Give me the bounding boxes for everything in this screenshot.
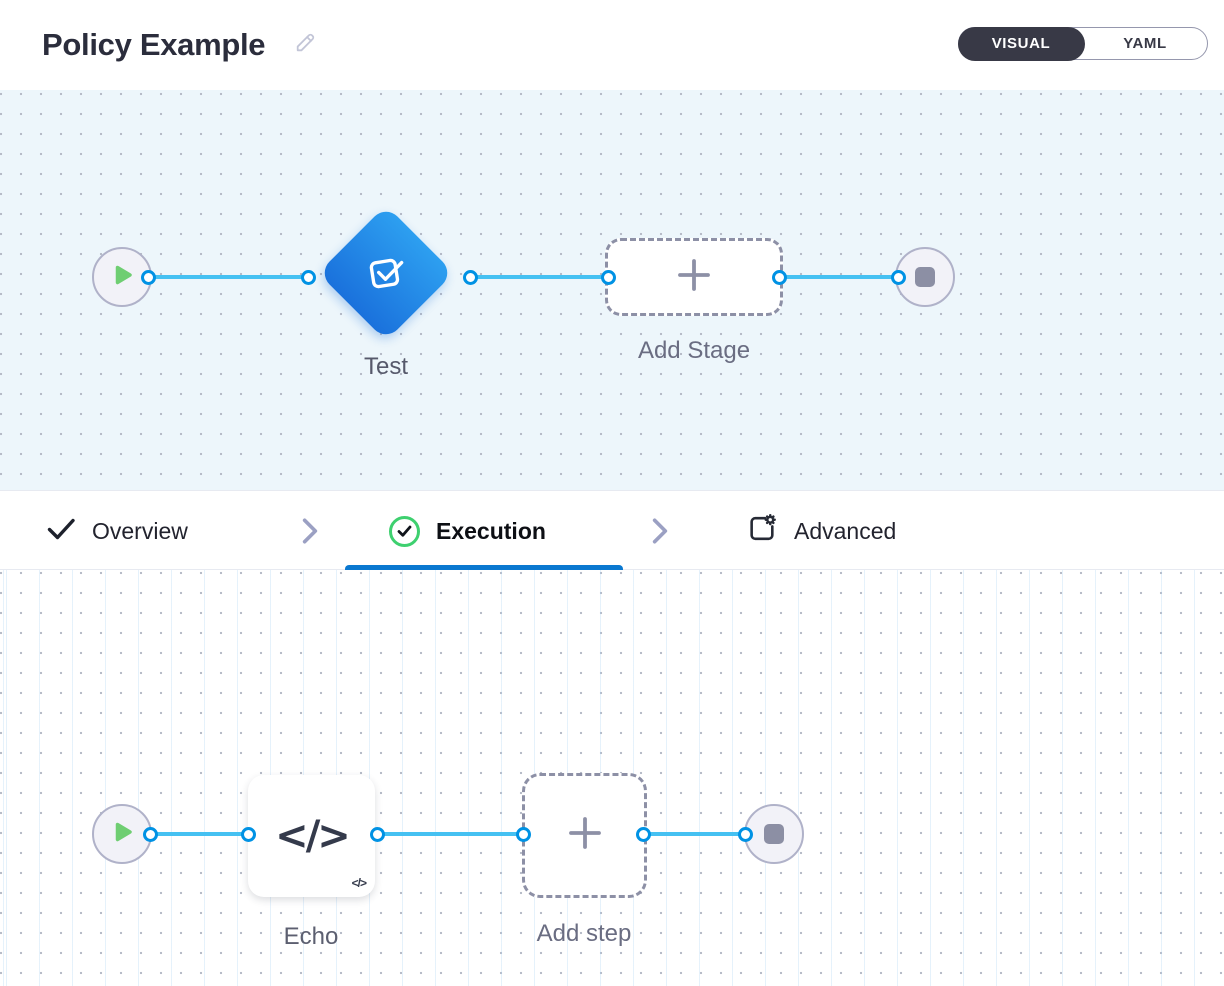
- view-mode-toggle: VISUAL YAML: [957, 26, 1208, 61]
- execution-end-node[interactable]: [744, 804, 804, 864]
- connector-endpoint[interactable]: [141, 270, 156, 285]
- check-circle-icon: [389, 515, 420, 547]
- connector-endpoint[interactable]: [738, 827, 753, 842]
- connector-line: [377, 832, 523, 836]
- plus-icon: [675, 256, 713, 299]
- connector-endpoint[interactable]: [516, 827, 531, 842]
- toggle-visual[interactable]: VISUAL: [957, 26, 1085, 61]
- play-icon: [109, 819, 135, 850]
- connector-endpoint[interactable]: [143, 827, 158, 842]
- stage-node-test[interactable]: [318, 205, 454, 341]
- tab-execution-label: Execution: [436, 517, 546, 544]
- connector-endpoint[interactable]: [636, 827, 651, 842]
- add-stage-button[interactable]: [605, 238, 783, 316]
- pencil-icon: [293, 30, 318, 60]
- plus-icon: [566, 814, 604, 857]
- chevron-right-icon: [300, 491, 320, 569]
- check-icon: [46, 516, 76, 547]
- connector-line: [643, 832, 745, 836]
- stage-canvas[interactable]: Test Add Stage: [0, 90, 1224, 490]
- add-stage-label: Add Stage: [637, 337, 751, 364]
- edit-title-button[interactable]: [293, 30, 318, 60]
- policy-check-icon: [338, 225, 434, 321]
- execution-canvas[interactable]: </> </> Echo Add step: [0, 570, 1224, 986]
- tab-advanced-label: Advanced: [794, 517, 897, 544]
- connector-endpoint[interactable]: [463, 270, 478, 285]
- connector-endpoint[interactable]: [772, 270, 787, 285]
- toggle-yaml[interactable]: YAML: [1123, 35, 1167, 52]
- step-node-echo[interactable]: </> </>: [248, 775, 375, 897]
- header: Policy Example VISUAL YAML: [0, 0, 1224, 90]
- stage-tabbar: Overview Execution: [0, 490, 1224, 570]
- chevron-right-icon: [650, 491, 670, 569]
- execution-start-node[interactable]: [92, 804, 152, 864]
- stop-icon: [764, 824, 784, 844]
- add-step-label: Add step: [536, 920, 632, 947]
- connector-line: [148, 275, 308, 279]
- stage-node-label: Test: [363, 353, 408, 380]
- connector-endpoint[interactable]: [241, 827, 256, 842]
- connector-endpoint[interactable]: [301, 270, 316, 285]
- tab-advanced[interactable]: Advanced: [747, 491, 896, 569]
- connector-line: [470, 275, 608, 279]
- connector-endpoint[interactable]: [370, 827, 385, 842]
- tab-overview[interactable]: Overview: [46, 491, 188, 569]
- play-icon: [109, 262, 135, 293]
- connector-endpoint[interactable]: [891, 270, 906, 285]
- tab-execution[interactable]: Execution: [389, 491, 546, 569]
- add-step-button[interactable]: [522, 773, 647, 898]
- page-title: Policy Example: [42, 27, 266, 62]
- connector-line: [779, 275, 898, 279]
- advanced-settings-icon: [747, 513, 778, 549]
- code-badge-icon: </>: [351, 876, 367, 890]
- code-icon: </>: [275, 813, 351, 859]
- step-node-label: Echo: [283, 923, 339, 950]
- active-tab-underline: [345, 565, 623, 570]
- stop-icon: [915, 267, 935, 287]
- connector-line: [150, 832, 248, 836]
- tab-overview-label: Overview: [92, 517, 188, 544]
- connector-endpoint[interactable]: [601, 270, 616, 285]
